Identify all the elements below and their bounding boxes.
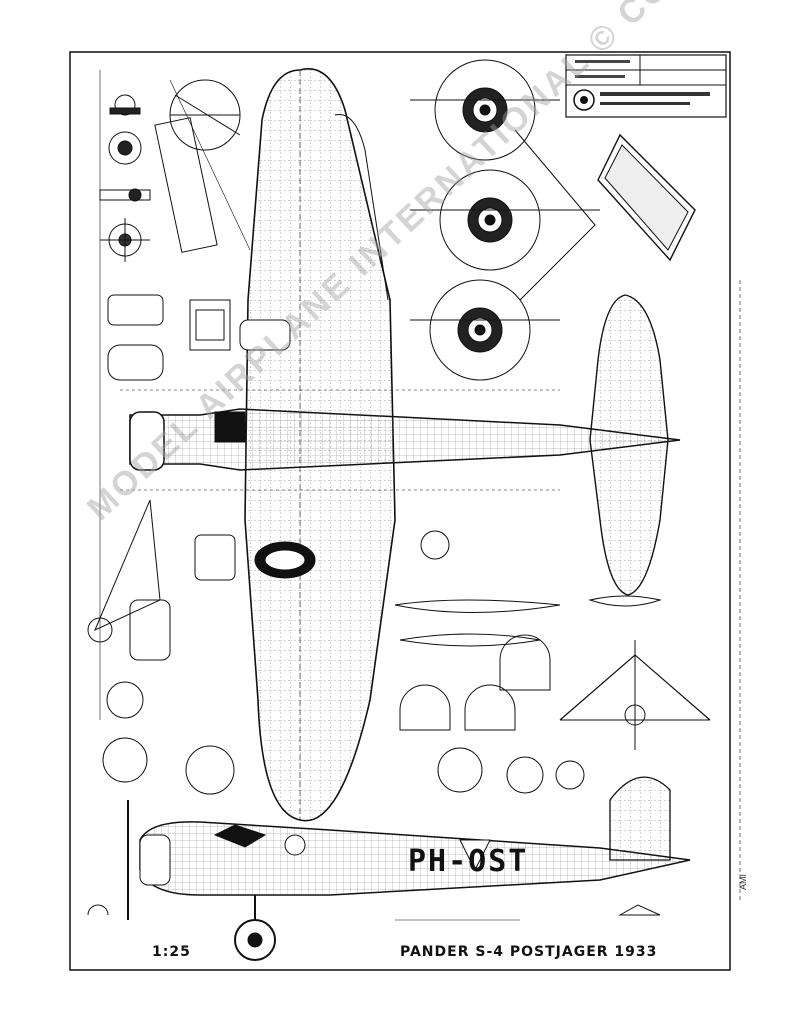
- publisher-code: AMI: [738, 873, 748, 890]
- fuselage-side-view: [87, 776, 691, 961]
- airfoil-sections: [394, 530, 662, 794]
- sheet-border: [69, 51, 731, 971]
- section-detail: [597, 133, 696, 262]
- front-view-engines: [410, 59, 600, 381]
- engine-details: [99, 94, 231, 381]
- scale-label: 1:25: [152, 944, 191, 960]
- tailplane: [589, 294, 669, 596]
- dimension-lines: [99, 70, 741, 921]
- title-block: [565, 54, 727, 118]
- fuselage-top-view: [129, 319, 681, 581]
- registration-marking: PH-OST: [408, 844, 529, 879]
- front-view-aircraft: [559, 640, 711, 750]
- propeller-disk: [154, 79, 251, 253]
- drawing-title: PANDER S-4 POSTJAGER 1933: [400, 944, 658, 960]
